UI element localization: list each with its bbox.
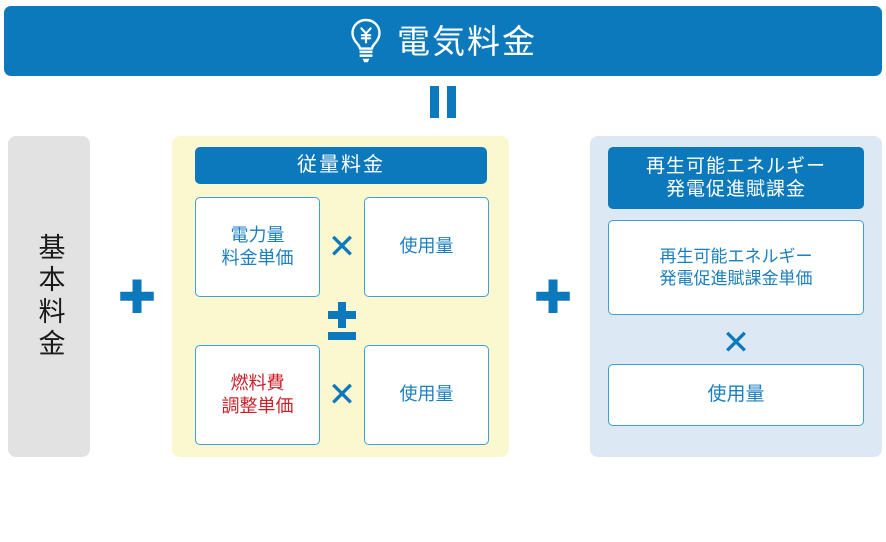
renewable-header-line2: 発電促進賦課金 [665,179,806,200]
equals-bar-left [430,86,439,118]
basic-charge-label: 基本料金 [34,232,65,361]
renewable-unit-line1: 再生可能エネルギー [659,246,813,266]
renewable-energy-levy-panel: 再生可能エネルギー 発電促進賦課金 再生可能エネルギー 発電促進賦課金単価 ✕ … [590,136,882,457]
plus-minus-bar-part [328,332,356,340]
fuel-cost-adjustment-line1: 燃料費 [230,372,285,393]
lightbulb-yen-icon [351,18,381,63]
plus-minus-operator-icon [325,302,359,340]
energy-unit-price-box: 電力量 料金単価 [195,197,320,297]
fuel-cost-adjustment-unit-price-box: 燃料費 調整単価 [195,345,320,445]
usage-charge-panel: 従量料金 電力量 料金単価 ✕ 使用量 燃料費 調整単価 ✕ 使用量 [172,136,509,457]
plus-operator-left-icon: ✚ [117,271,157,323]
equals-operator-icon [421,86,465,118]
energy-unit-price-line2: 料金単価 [221,248,294,268]
plus-minus-plus-part [328,302,356,328]
times-operator-row1-icon: ✕ [327,228,357,266]
usage-amount-row1-box: 使用量 [364,197,489,297]
renewable-usage-amount-box: 使用量 [608,364,864,426]
plus-operator-right-icon: ✚ [533,271,573,323]
renewable-unit-line2: 発電促進賦課金単価 [659,268,813,288]
times-operator-row2-icon: ✕ [327,376,357,414]
renewable-header-line1: 再生可能エネルギー [645,155,826,177]
times-operator-renewable-icon: ✕ [721,324,751,362]
usage-charge-header: 従量料金 [195,147,487,184]
fuel-cost-adjustment-line2: 調整単価 [221,396,294,416]
basic-charge-box: 基本料金 [8,136,90,457]
usage-amount-row2-box: 使用量 [364,345,489,445]
electricity-bill-header: 電気料金 [4,6,882,76]
equals-bar-right [447,86,456,118]
renewable-energy-levy-header: 再生可能エネルギー 発電促進賦課金 [608,147,864,209]
energy-unit-price-line1: 電力量 [230,224,285,245]
page-title: 電気料金 [397,22,537,60]
renewable-levy-unit-price-box: 再生可能エネルギー 発電促進賦課金単価 [608,220,864,315]
